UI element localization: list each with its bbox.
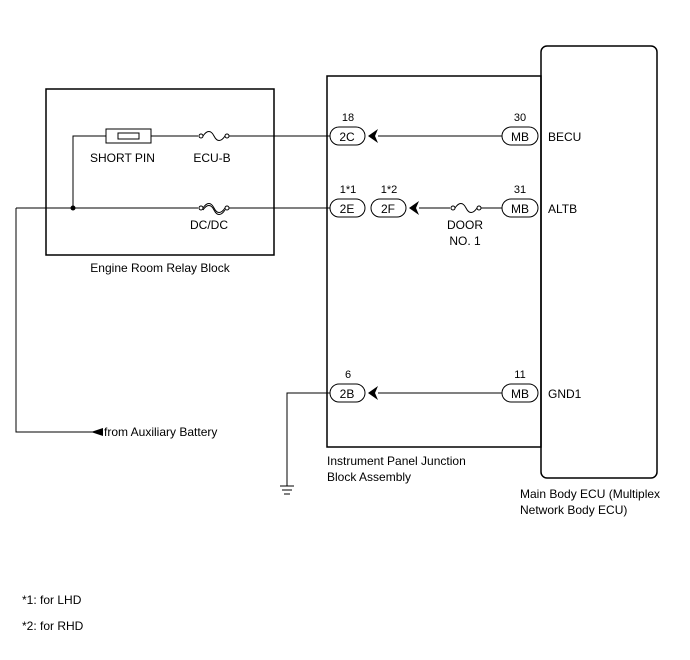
fuse-door-symbol [450,205,456,211]
connector-mb-becu [501,126,539,146]
fuse-door-label-1: DOOR [447,218,483,232]
connector-2c [329,126,366,146]
connector-2e [329,198,366,218]
main-body-ecu-label-2: Network Body ECU) [520,503,627,517]
fuse-dcdc-label: DC/DC [190,218,228,232]
instrument-panel-jb-label-1: Instrument Panel Junction [327,454,466,468]
pin-altb: 31 [514,184,526,196]
svg-text:2F: 2F [381,202,395,216]
pin-2e: 1*1 [340,184,357,196]
connector-mb-altb [501,198,539,218]
arrow-aux-battery [91,428,103,436]
engine-room-relay-block-box [45,88,275,256]
svg-text:2B: 2B [340,387,355,401]
short-pin-symbol [105,128,152,144]
note-rhd: *2: for RHD [22,619,84,633]
svg-text:MB: MB [511,387,529,401]
fuse-dcdc-symbol [198,205,204,211]
terminal-gnd1-label: GND1 [548,387,582,401]
pin-2f: 1*2 [381,184,398,196]
arrow-2c [368,129,378,143]
junction-dot [70,205,76,211]
svg-text:MB: MB [511,130,529,144]
engine-room-relay-block-label: Engine Room Relay Block [90,261,230,275]
fuse-door-label-2: NO. 1 [449,234,481,248]
short-pin-label: SHORT PIN [90,151,155,165]
pin-2c: 18 [342,112,354,124]
main-body-ecu-box [540,45,658,479]
connector-2c-label: 2C [339,130,355,144]
pin-becu: 30 [514,112,526,124]
wire-shortpin-left [72,135,106,208]
note-lhd: *1: for LHD [22,593,82,607]
main-body-ecu-label-1: Main Body ECU (Multiplex [520,487,660,501]
wire-ground [286,392,330,486]
connector-mb-gnd1 [501,383,539,403]
arrow-2b [368,386,378,400]
pin-gnd1: 11 [514,369,525,381]
aux-battery-label: from Auxiliary Battery [104,425,217,439]
instrument-panel-jb-label-2: Block Assembly [327,470,411,484]
fuse-ecub-symbol [198,133,204,139]
terminal-becu-label: BECU [548,130,581,144]
terminal-altb-label: ALTB [548,202,577,216]
connector-2f [370,198,407,218]
fuse-ecub-label: ECU-B [193,151,230,165]
pin-2b: 6 [345,369,351,381]
svg-text:2E: 2E [340,202,355,216]
svg-text:MB: MB [511,202,529,216]
arrow-2f [409,201,419,215]
wire-aux-battery [15,208,100,433]
